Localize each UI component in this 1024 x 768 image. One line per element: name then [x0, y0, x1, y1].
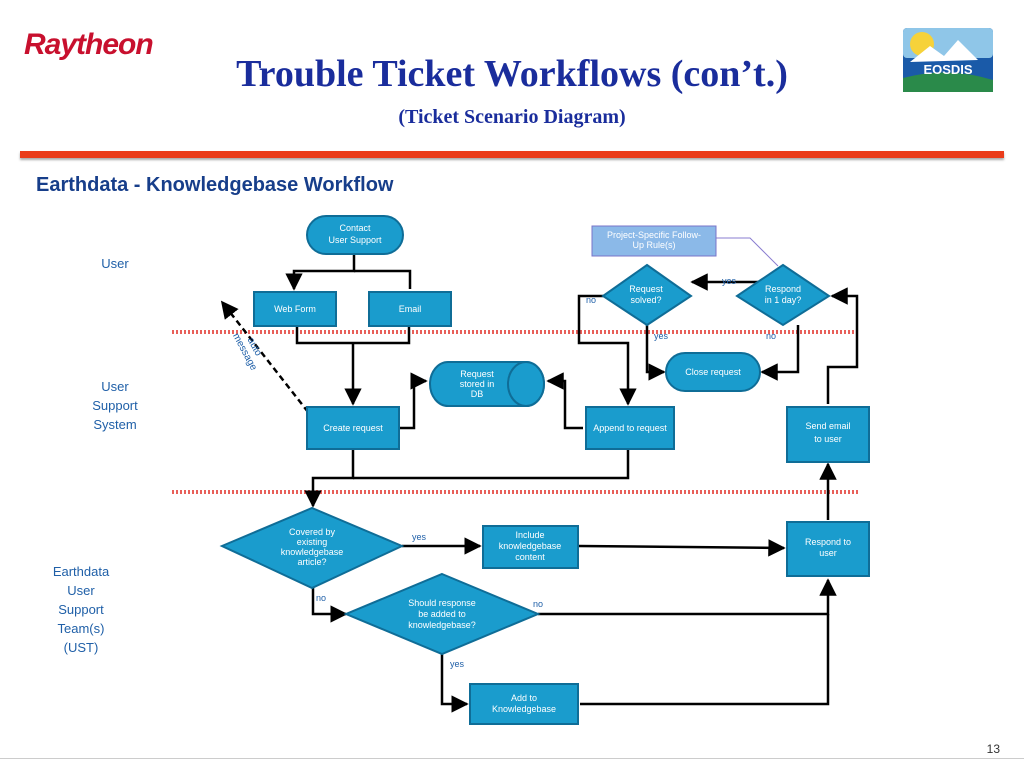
section-title: Earthdata - Knowledgebase Workflow [36, 174, 394, 196]
svg-text:Request: Request [460, 369, 494, 379]
note-connector [716, 237, 779, 267]
node-contact-user-support: Contact User Support [306, 215, 404, 255]
node-should-add-to-kb: Should response be added to knowledgebas… [343, 572, 541, 656]
svg-text:Respond: Respond [765, 284, 801, 294]
svg-text:user: user [819, 548, 837, 558]
node-send-email: Send email to user [786, 406, 870, 463]
svg-text:Include: Include [515, 530, 544, 540]
edge-label-yes-respond: yes [722, 276, 737, 286]
node-close-request: Close request [665, 352, 761, 392]
svg-text:User Support: User Support [328, 235, 382, 245]
svg-text:Web Form: Web Form [274, 304, 316, 314]
svg-text:be added to: be added to [418, 609, 466, 619]
svg-text:Add to: Add to [511, 693, 537, 703]
node-web-form: Web Form [253, 291, 337, 327]
node-request-solved: Request solved? [601, 263, 693, 327]
svg-text:article?: article? [297, 557, 326, 567]
lane-label-user: User [101, 256, 129, 271]
svg-text:in 1 day?: in 1 day? [765, 295, 802, 305]
svg-text:Should response: Should response [408, 598, 476, 608]
node-follow-up-note: Project-Specific Follow- Up Rule(s) [591, 225, 717, 257]
eosdis-logo-text: EOSDIS [923, 62, 972, 77]
svg-text:knowledgebase?: knowledgebase? [408, 620, 476, 630]
svg-text:Append to request: Append to request [593, 423, 667, 433]
svg-text:solved?: solved? [630, 295, 661, 305]
node-include-kb-content: Include knowledgebase content [482, 525, 579, 569]
edge-label-no-solved: no [586, 295, 596, 305]
node-create-request: Create request [306, 406, 400, 450]
lane-label-system: User Support System [92, 379, 138, 432]
lane-label-ust: Earthdata User Support Team(s) (UST) [52, 564, 110, 655]
eosdis-logo: EOSDIS [903, 28, 993, 92]
svg-text:to user: to user [814, 434, 842, 444]
svg-text:Request: Request [629, 284, 663, 294]
svg-text:existing: existing [297, 537, 328, 547]
edge-label-yes-solved: yes [654, 331, 669, 341]
node-email: Email [368, 291, 452, 327]
node-request-db: Request stored in DB [429, 361, 545, 407]
node-add-to-kb: Add to Knowledgebase [469, 683, 579, 725]
edge-label-no-should: no [533, 599, 543, 609]
page-number: 13 [986, 742, 1000, 756]
svg-text:Create request: Create request [323, 423, 383, 433]
edge-label-no-respond: no [766, 331, 776, 341]
svg-text:Close request: Close request [685, 367, 741, 377]
svg-text:Up Rule(s): Up Rule(s) [632, 240, 675, 250]
header-rule [20, 151, 1004, 158]
raytheon-logo: Raytheon [24, 28, 154, 61]
footer-rule [0, 758, 1024, 759]
svg-text:knowledgebase: knowledgebase [281, 547, 344, 557]
edge-label-yes-should: yes [450, 659, 465, 669]
page-subtitle: (Ticket Scenario Diagram) [398, 106, 626, 128]
node-respond-to-user: Respond to user [786, 521, 870, 577]
svg-text:Email: Email [399, 304, 422, 314]
svg-text:DB: DB [471, 389, 484, 399]
connectors [285, 253, 859, 713]
svg-text:knowledgebase: knowledgebase [499, 541, 562, 551]
auto-message-connector [220, 300, 309, 413]
svg-text:Contact: Contact [339, 223, 371, 233]
node-append-to-request: Append to request [585, 406, 675, 450]
svg-text:content: content [515, 552, 545, 562]
svg-text:Project-Specific Follow-: Project-Specific Follow- [607, 230, 701, 240]
svg-text:Knowledgebase: Knowledgebase [492, 704, 556, 714]
svg-text:Send email: Send email [805, 421, 850, 431]
page-title: Trouble Ticket Workflows (con’t.) [236, 53, 788, 95]
edge-label-yes-covered: yes [412, 532, 427, 542]
svg-text:Covered by: Covered by [289, 527, 336, 537]
svg-text:Respond to: Respond to [805, 537, 851, 547]
node-respond-in-1-day: Respond in 1 day? [735, 263, 831, 327]
node-covered-by-kb: Covered by existing knowledgebase articl… [219, 506, 405, 590]
edge-label-no-covered: no [316, 593, 326, 603]
svg-text:stored in: stored in [460, 379, 495, 389]
